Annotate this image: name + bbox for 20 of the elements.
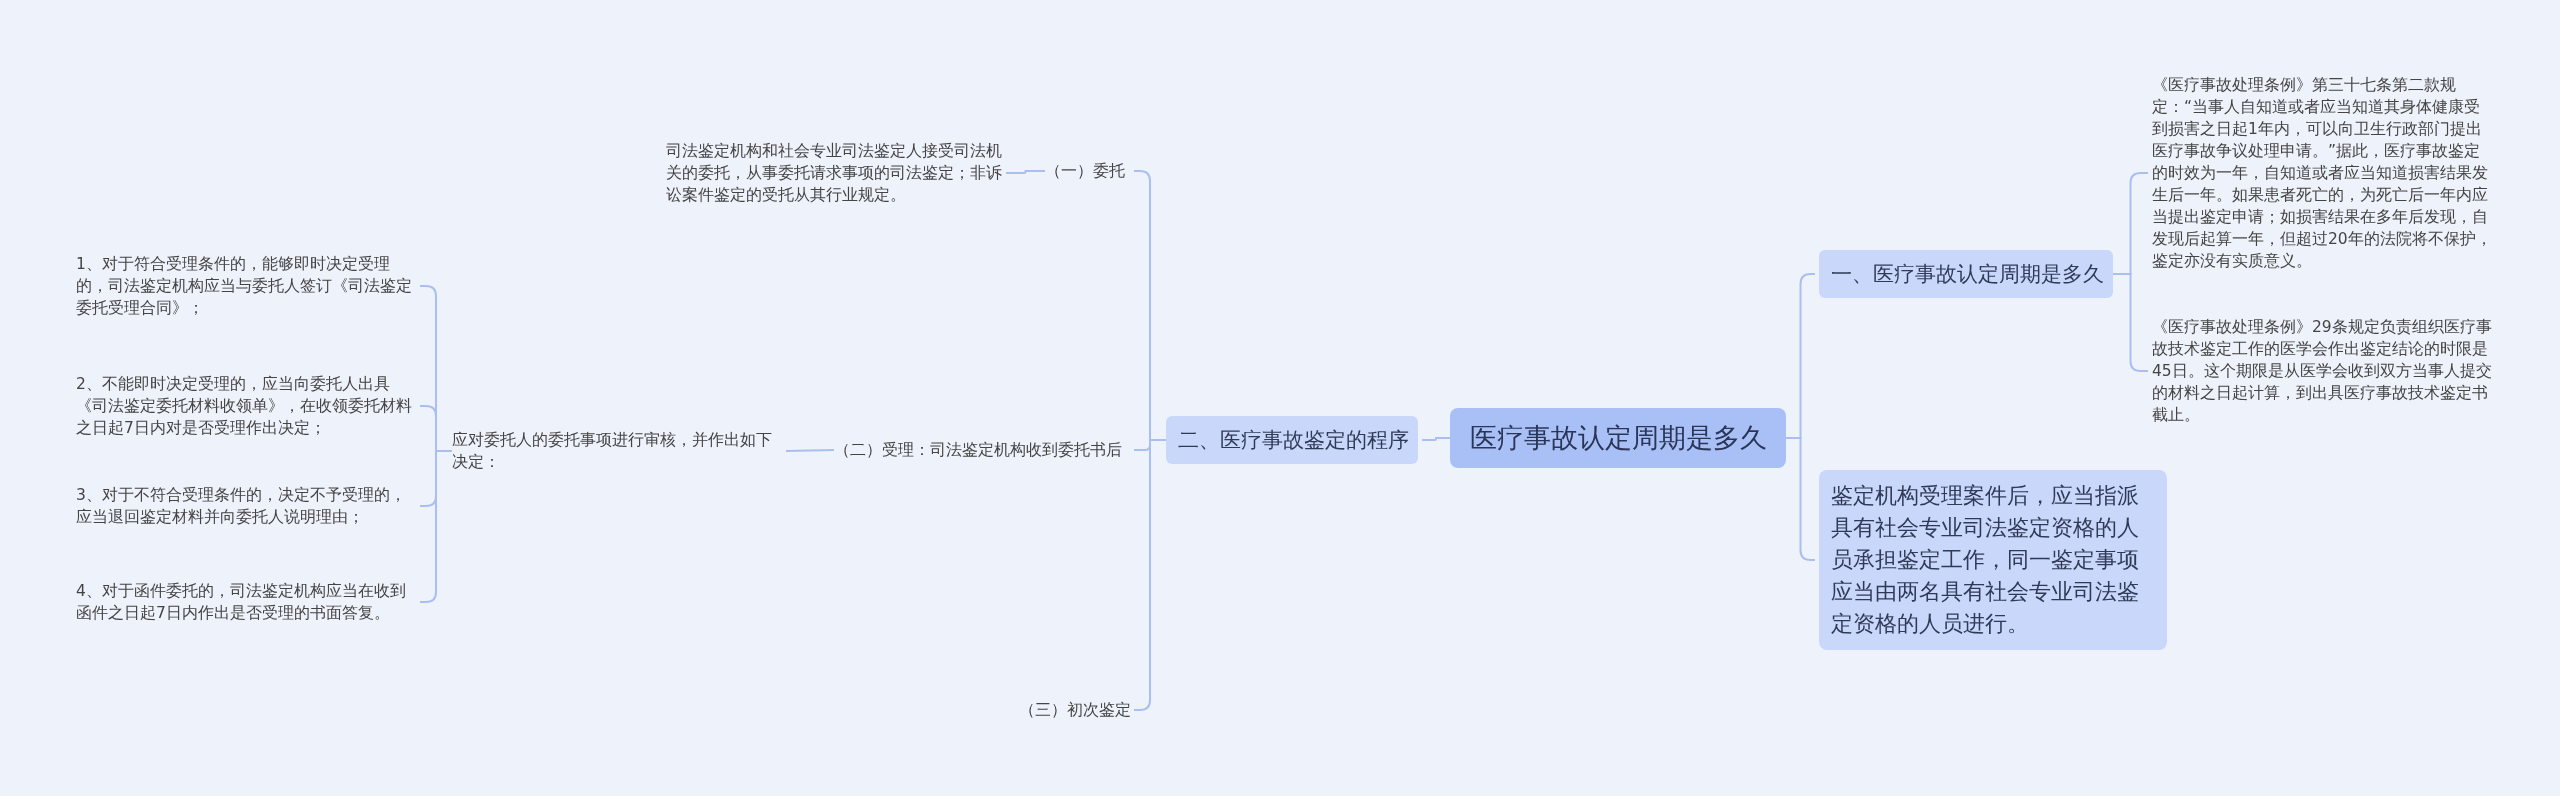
connector [1133, 439, 1167, 711]
subtopic-text: （一）委托 [1045, 161, 1126, 182]
connector [785, 449, 835, 452]
note-text: 《医疗事故处理条例》第三十七条第二款规定：“当事人自知道或者应当知道其身体健康受到损害之日起1年内，可以向卫生行政部门提出医疗事故争议处理申请。”据此，医疗事故鉴定的时效为一年，自知道或者应当知道损害结果发生后一年。如果患者死亡的，为死亡后一年内应当提出鉴定申请；如损害结果在多年后发现，自发现后起算一年，但超过20年的法院将不保护，鉴定亦没有实质意义。 [2152, 75, 2492, 272]
subtopic-text: （二）受理：司法鉴定机构收到委托书后 [834, 440, 1123, 461]
connector [1005, 170, 1046, 174]
note-text: 3、对于不符合受理条件的，决定不予受理的，应当退回鉴定材料并向委托人说明理由； [76, 485, 407, 528]
connector [1785, 437, 1816, 561]
topic-box: 二、医疗事故鉴定的程序 [1166, 416, 1418, 464]
note-text: 2、不能即时决定受理的，应当向委托人出具《司法鉴定委托材料收领单》，在收领委托材料之日起7日内对是否受理作出决定； [76, 374, 413, 439]
note-text: 司法鉴定机构和社会专业司法鉴定人接受司法机关的委托，从事委托请求事项的司法鉴定；非诉讼案件鉴定的受托从其行业规定。 [666, 141, 1002, 206]
topic-box: 一、医疗事故认定周期是多久 [1819, 250, 2113, 298]
note-text: 《医疗事故处理条例》29条规定负责组织医疗事故技术鉴定工作的医学会作出鉴定结论的时限是45日。这个期限是从医学会收到双方当事人提交的材料之日起计算，到出具医疗事故技术鉴定书截止。 [2152, 317, 2492, 426]
note-box: 鉴定机构受理案件后，应当指派具有社会专业司法鉴定资格的人员承担鉴定工作，同一鉴定事项应当由两名具有社会专业司法鉴定资格的人员进行。 [1819, 470, 2167, 650]
connector [1421, 437, 1451, 441]
note-text: 1、对于符合受理条件的，能够即时决定受理的，司法鉴定机构应当与委托人签订《司法鉴定委托受理合同》； [76, 254, 413, 319]
note-text: 应对委托人的委托事项进行审核，并作出如下决定： [452, 430, 773, 473]
note-text: 4、对于函件委托的，司法鉴定机构应当在收到函件之日起7日内作出是否受理的书面答复。 [76, 581, 407, 624]
root-topic-box: 医疗事故认定周期是多久 [1450, 408, 1786, 468]
subtopic-text: （三）初次鉴定 [1019, 700, 1130, 721]
